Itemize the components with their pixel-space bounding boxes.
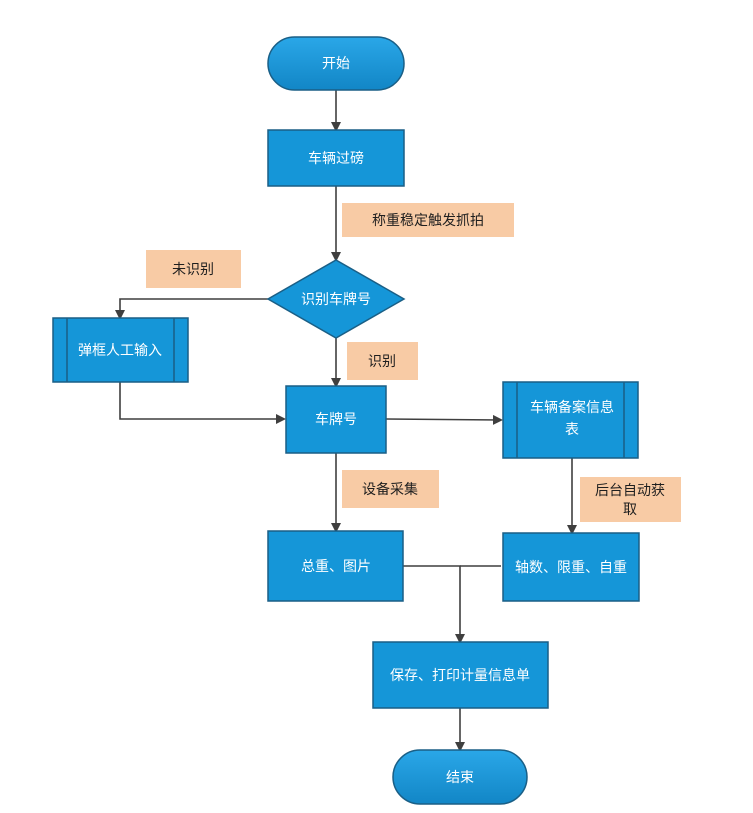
note-auto-fetch-text-2: 取 [623,502,637,518]
note-recognized: 识别 [347,342,418,380]
note-not-recognized-text: 未识别 [172,262,214,278]
start-node: 开始 [267,36,405,91]
edge-plate-to-record-table [385,414,503,425]
vehicle-on-scale-label: 车辆过磅 [308,150,364,167]
note-stable-weight-capture-text: 称重稳定触发抓拍 [372,213,484,229]
edge-recognize-to-manual [115,298,268,320]
end-node: 结束 [392,749,528,805]
note-not-recognized: 未识别 [146,250,241,288]
axle-limit-tare-label: 轴数、限重、自重 [515,560,627,576]
axle-limit-tare-node: 轴数、限重、自重 [502,532,640,602]
note-stable-weight-capture: 称重稳定触发抓拍 [342,203,514,237]
plate-number-label: 车牌号 [315,411,357,428]
manual-input-label: 弹框人工输入 [78,343,162,359]
start-label: 开始 [322,56,350,72]
vehicle-record-table-label-2: 表 [565,422,579,438]
note-device-collect-text: 设备采集 [362,481,418,498]
note-auto-fetch: 后台自动获 取 [580,477,681,522]
save-print-label: 保存、打印计量信息单 [390,667,530,684]
manual-input-node: 弹框人工输入 [52,317,189,383]
plate-number-node: 车牌号 [285,385,387,454]
weight-image-node: 总重、图片 [267,530,404,602]
save-print-node: 保存、打印计量信息单 [372,641,549,709]
vehicle-record-table-node: 车辆备案信息 表 [502,381,639,459]
edge-manual-to-plate [119,382,286,424]
weight-image-label: 总重、图片 [301,559,371,575]
end-label: 结束 [446,770,474,786]
recognize-plate-decision: 识别车牌号 [266,259,406,339]
note-device-collect: 设备采集 [342,470,439,508]
note-recognized-text: 识别 [368,354,396,370]
vehicle-record-table-label-1: 车辆备案信息 [530,399,614,416]
note-auto-fetch-text-1: 后台自动获 [595,483,665,499]
edge-weight-to-save [403,565,465,644]
vehicle-on-scale-node: 车辆过磅 [267,129,405,187]
recognize-plate-label: 识别车牌号 [301,291,371,308]
